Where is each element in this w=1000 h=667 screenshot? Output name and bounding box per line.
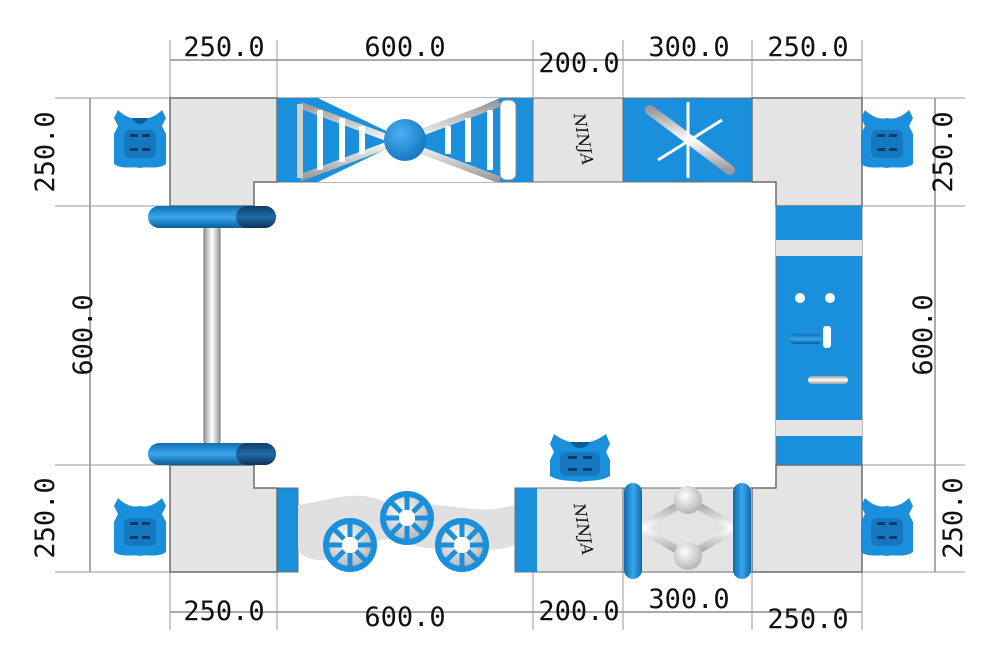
dim-bottom-1: 250.0 [183,596,264,627]
seat-icon-bottom-right [861,498,913,556]
seat-icon-center-bottom [550,434,610,482]
dim-bottom-2: 600.0 [364,602,445,633]
spinner-ball-1 [323,518,377,572]
course-frame [169,97,863,573]
dim-left-3: 250.0 [30,477,61,558]
dimension-lines [55,40,965,630]
seat-icon-top-right [861,110,913,168]
seat-icon-bottom-left [114,498,166,556]
dimension-labels-left: 250.0 600.0 250.0 [30,111,99,558]
corner-top-right [751,97,863,207]
dim-right-2: 600.0 [908,294,939,375]
dim-top-1: 250.0 [183,32,264,63]
spinner-ball-3 [435,518,489,572]
dim-top-4: 300.0 [648,32,729,63]
bottom-ball-path [298,491,515,572]
diamond-ball-top [674,486,702,514]
corner-bottom-right [751,464,863,573]
diamond-ball-bottom [674,542,702,570]
center-ball [384,119,426,161]
right-stepping-section [775,205,863,466]
corner-top-left [169,97,278,207]
dim-left-1: 250.0 [30,111,61,192]
bottom-left-strip [276,487,299,573]
diamond-post-left [624,483,642,579]
dim-top-5: 250.0 [767,32,848,63]
spinner-ball-2 [380,491,434,545]
dim-bottom-4: 300.0 [648,584,729,615]
dim-top-3: 200.0 [538,48,619,79]
seat-icon-top-left [114,110,166,168]
top-ninja-section: NINJA [532,97,624,183]
bottom-ninja-section: NINJA [514,487,624,573]
top-cross-ladder-section [276,97,534,184]
bottom-diamond-section [622,483,753,579]
dim-right-1: 250.0 [928,111,959,192]
dim-top-2: 600.0 [364,32,445,63]
dimension-labels-bottom: 250.0 600.0 200.0 300.0 250.0 [183,584,848,635]
diamond-post-right [733,483,751,579]
top-cross-bar-section [622,97,753,183]
corner-bottom-left [169,464,278,573]
dim-left-2: 600.0 [68,294,99,375]
dim-right-3: 250.0 [938,477,969,558]
dim-bottom-5: 250.0 [767,604,848,635]
dimension-labels-right: 250.0 600.0 250.0 [908,111,969,558]
left-i-beam [148,206,276,465]
dim-bottom-3: 200.0 [538,596,619,627]
dimension-labels-top: 250.0 600.0 200.0 300.0 250.0 [183,32,848,79]
